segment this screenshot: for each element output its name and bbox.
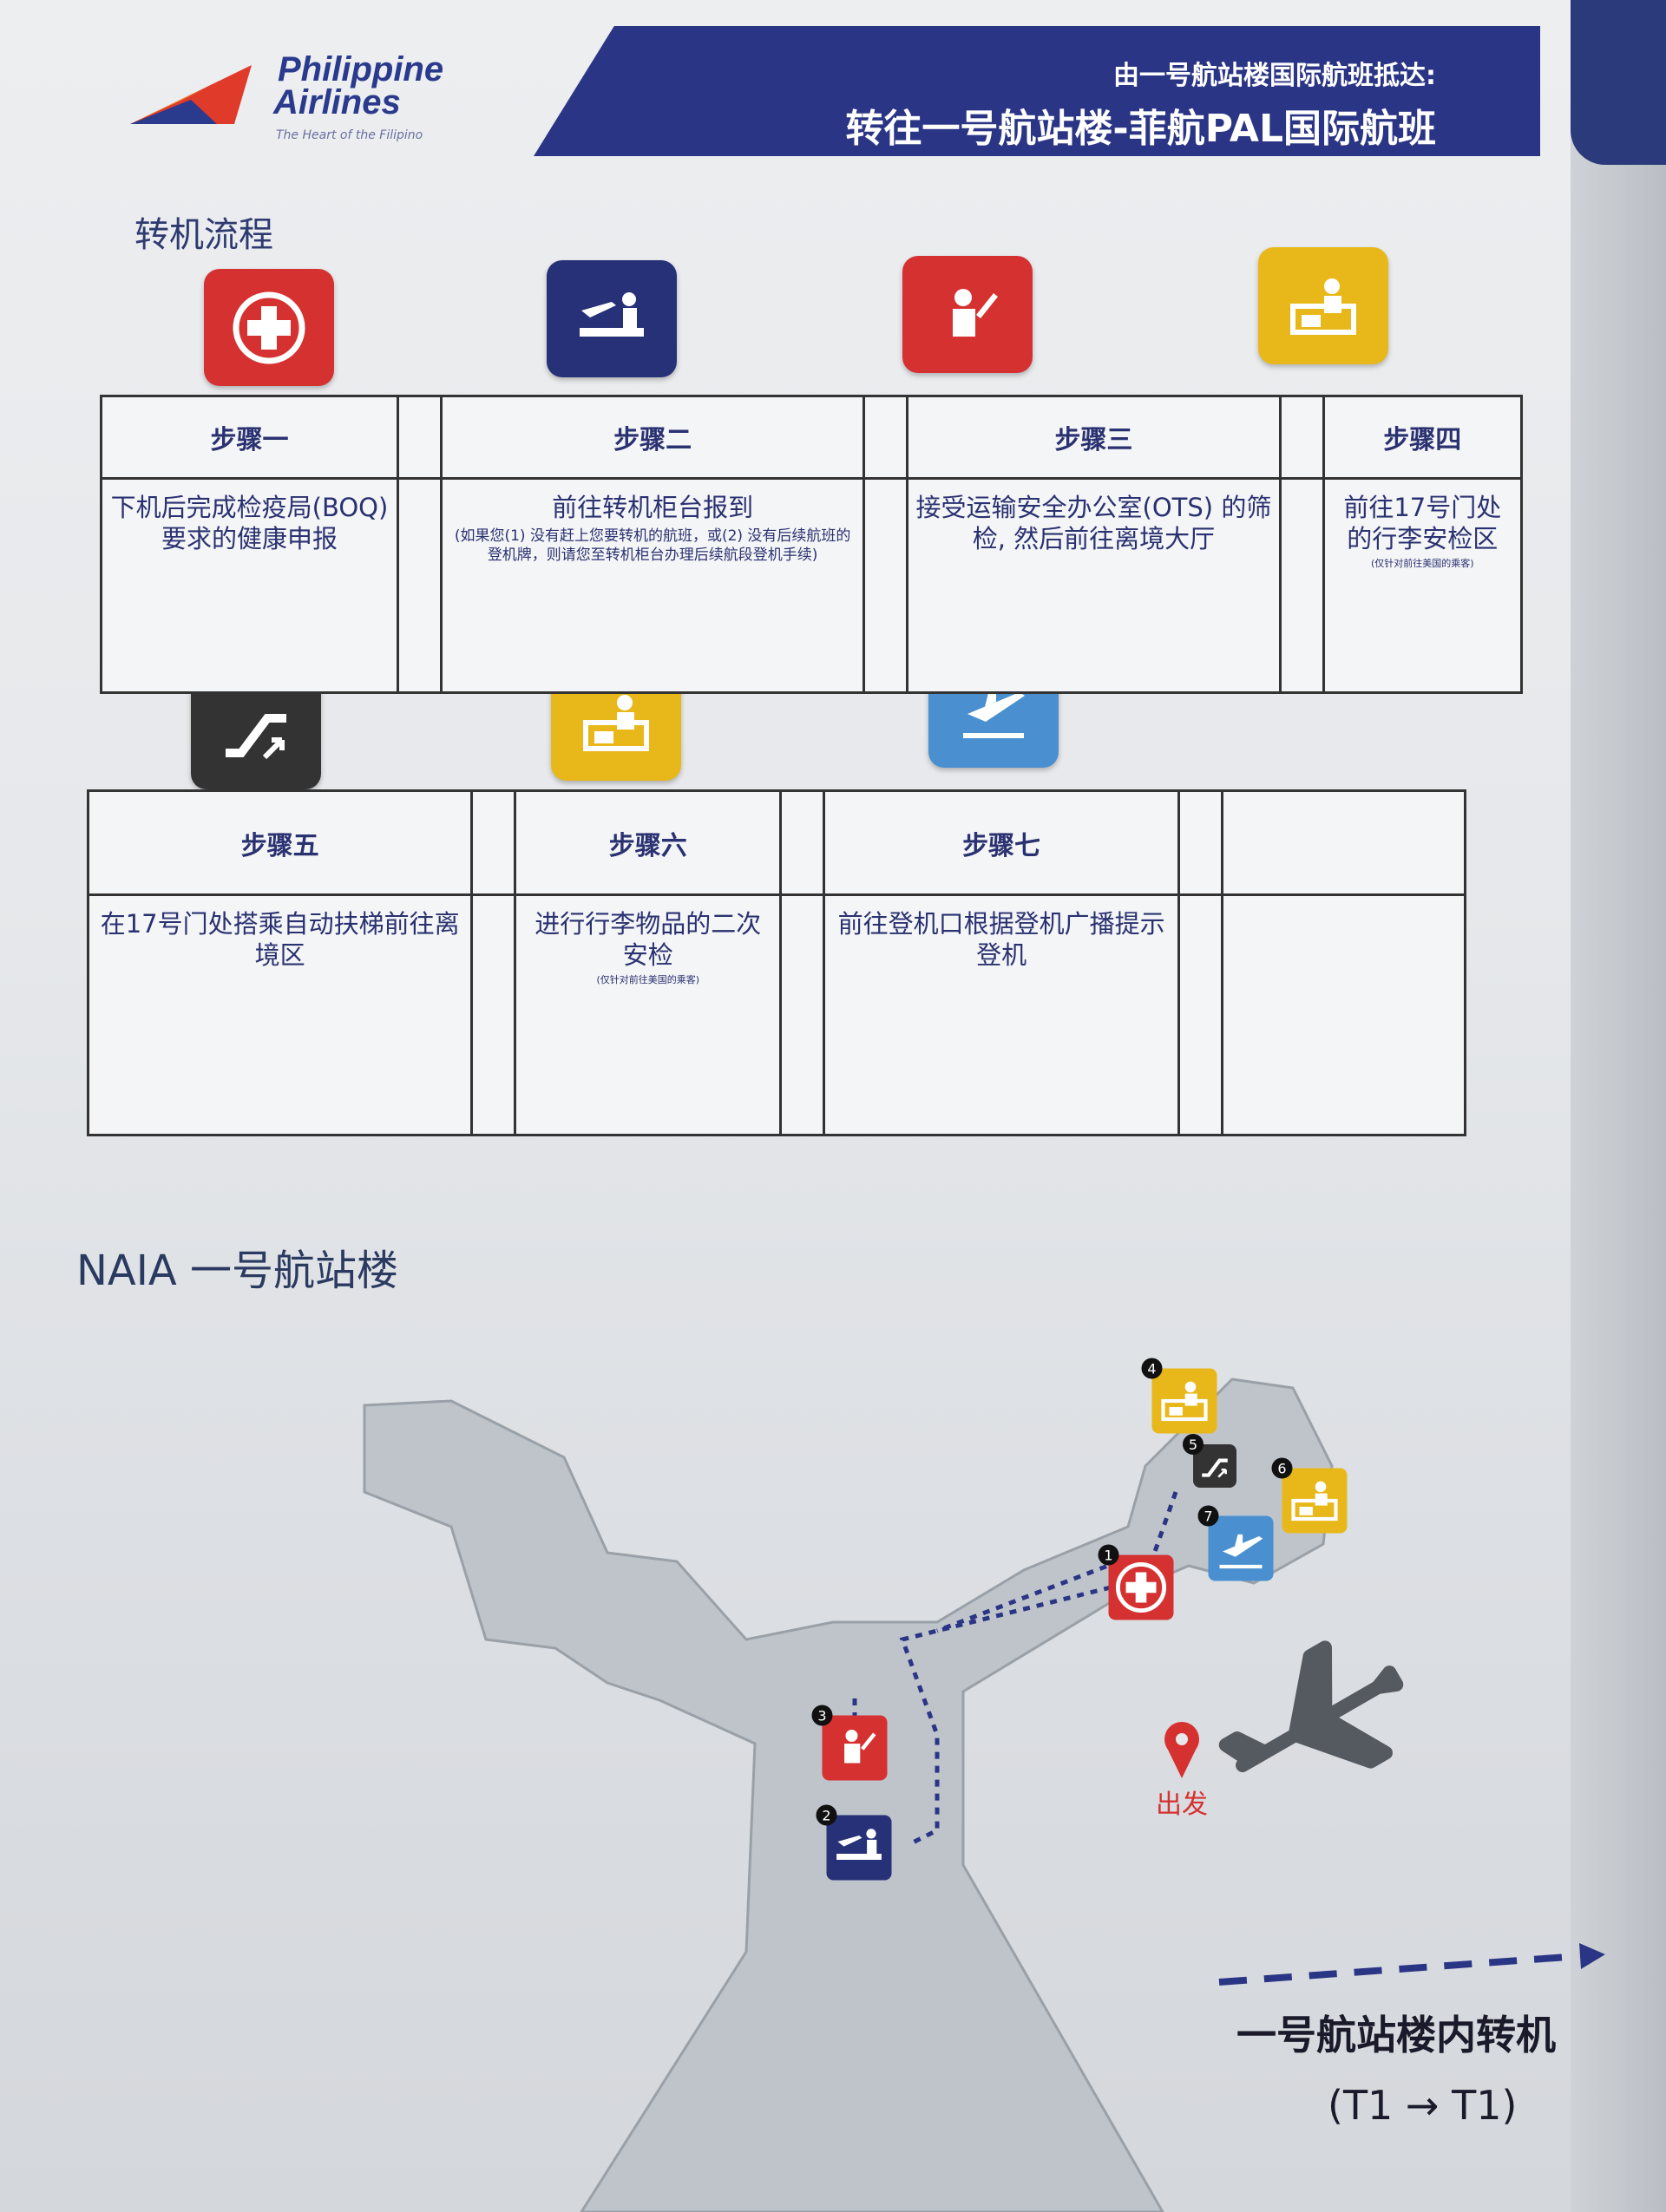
step-text: 前往登机口根据登机广播提示登机 bbox=[837, 909, 1165, 970]
legend-dashed-line bbox=[1218, 1953, 1580, 1986]
terminal-map: 出发 1 2 3 4 5 6 7 bbox=[363, 1358, 1605, 2212]
logo-tagline: The Heart of the Filipino bbox=[276, 128, 423, 142]
departure-label: 出发 bbox=[1156, 1790, 1208, 1820]
step-label: 步骤四 bbox=[1322, 395, 1524, 480]
step-text: 下机后完成检疫局(BOQ)要求的健康申报 bbox=[110, 493, 389, 553]
step-note: (如果您(1) 没有赶上您要转机的航班，或(2) 没有后续航班的登机牌，则请您至… bbox=[454, 527, 851, 564]
transfer-desk-icon bbox=[547, 260, 677, 377]
security-officer-icon bbox=[902, 256, 1033, 373]
svg-text:5: 5 bbox=[1189, 1436, 1197, 1453]
step-label: 步骤六 bbox=[514, 789, 783, 896]
step-text: 进行行李物品的二次安检 bbox=[535, 909, 762, 970]
medical-cross-icon bbox=[204, 269, 334, 386]
step-cell: 前往17号门处的行李安检区 (仅针对前往美国的乘客) bbox=[1322, 477, 1524, 694]
map-title: NAIA 一号航站楼 bbox=[76, 1247, 398, 1295]
steps-table-2: 步骤五 步骤六 步骤七 在17号门处搭乘自动扶梯前往离境区 进行行李物品的二次安… bbox=[86, 789, 1466, 1136]
step-text: 前往17号门处的行李安检区 bbox=[1343, 493, 1502, 553]
legend-arrow-icon bbox=[1579, 1943, 1605, 1969]
transfer-route bbox=[899, 1491, 1178, 1846]
step-label: 步骤七 bbox=[823, 789, 1180, 896]
svg-text:1: 1 bbox=[1104, 1548, 1112, 1564]
map-marker-3: 3 bbox=[811, 1705, 888, 1781]
step-note: (仅针对前往美国的乘客) bbox=[596, 974, 700, 985]
airplane-icon bbox=[1218, 1640, 1404, 1772]
step-label: 步骤五 bbox=[86, 789, 474, 896]
svg-text:6: 6 bbox=[1277, 1461, 1286, 1477]
legend-label: 一号航站楼内转机 bbox=[1236, 2012, 1556, 2058]
departure-pin-icon bbox=[1164, 1722, 1199, 1778]
map-marker-6: 6 bbox=[1271, 1457, 1348, 1534]
map-marker-4: 4 bbox=[1141, 1358, 1217, 1434]
step-text: 接受运输安全办公室(OTS) 的筛检, 然后前往离境大厅 bbox=[915, 493, 1272, 553]
step-cell: 进行行李物品的二次安检 (仅针对前往美国的乘客) bbox=[514, 893, 783, 1136]
svg-text:7: 7 bbox=[1204, 1508, 1212, 1525]
map-marker-1: 1 bbox=[1098, 1544, 1174, 1620]
step-label: 步骤二 bbox=[439, 395, 866, 480]
baggage-check-icon bbox=[1258, 247, 1388, 364]
step-cell: 前往转机柜台报到 (如果您(1) 没有赶上您要转机的航班，或(2) 没有后续航班的… bbox=[439, 477, 866, 694]
svg-text:3: 3 bbox=[817, 1708, 826, 1724]
step-text: 前往转机柜台报到 bbox=[552, 493, 754, 522]
logo-line1: Philippine bbox=[278, 50, 444, 88]
map-marker-7: 7 bbox=[1197, 1505, 1274, 1581]
steps-table-1: 步骤一 步骤二 步骤三 步骤四 下机后完成检疫局(BOQ)要求的健康申报 前往转… bbox=[100, 395, 1524, 694]
map-marker-5: 5 bbox=[1183, 1434, 1236, 1488]
pal-logo-icon bbox=[130, 65, 252, 124]
banner-subtitle: 由一号航站楼国际航班抵达: bbox=[1113, 61, 1436, 91]
step-label: 步骤三 bbox=[906, 395, 1282, 480]
header-banner: 由一号航站楼国际航班抵达: 转往一号航站楼-菲航PAL国际航班 bbox=[534, 26, 1540, 156]
legend-sub: (T1 → T1) bbox=[1328, 2082, 1518, 2129]
step-note: (仅针对前往美国的乘客) bbox=[1370, 558, 1474, 569]
step-cell: 前往登机口根据登机广播提示登机 bbox=[823, 893, 1180, 1136]
logo-line2: Airlines bbox=[273, 83, 401, 121]
step-cell: 下机后完成检疫局(BOQ)要求的健康申报 bbox=[100, 477, 399, 694]
background-object bbox=[1571, 0, 1666, 165]
step-cell: 接受运输安全办公室(OTS) 的筛检, 然后前往离境大厅 bbox=[906, 477, 1282, 694]
banner-title: 转往一号航站楼-菲航PAL国际航班 bbox=[845, 107, 1436, 151]
svg-text:2: 2 bbox=[822, 1808, 830, 1824]
map-marker-2: 2 bbox=[816, 1804, 892, 1881]
pal-logo: Philippine Airlines The Heart of the Fil… bbox=[130, 52, 495, 147]
step-cell: 在17号门处搭乘自动扶梯前往离境区 bbox=[86, 893, 474, 1136]
background-edge bbox=[1571, 0, 1666, 2212]
svg-text:4: 4 bbox=[1147, 1361, 1156, 1378]
step-label: 步骤一 bbox=[100, 395, 399, 480]
process-title: 转机流程 bbox=[134, 215, 273, 255]
step-text: 在17号门处搭乘自动扶梯前往离境区 bbox=[100, 909, 460, 970]
